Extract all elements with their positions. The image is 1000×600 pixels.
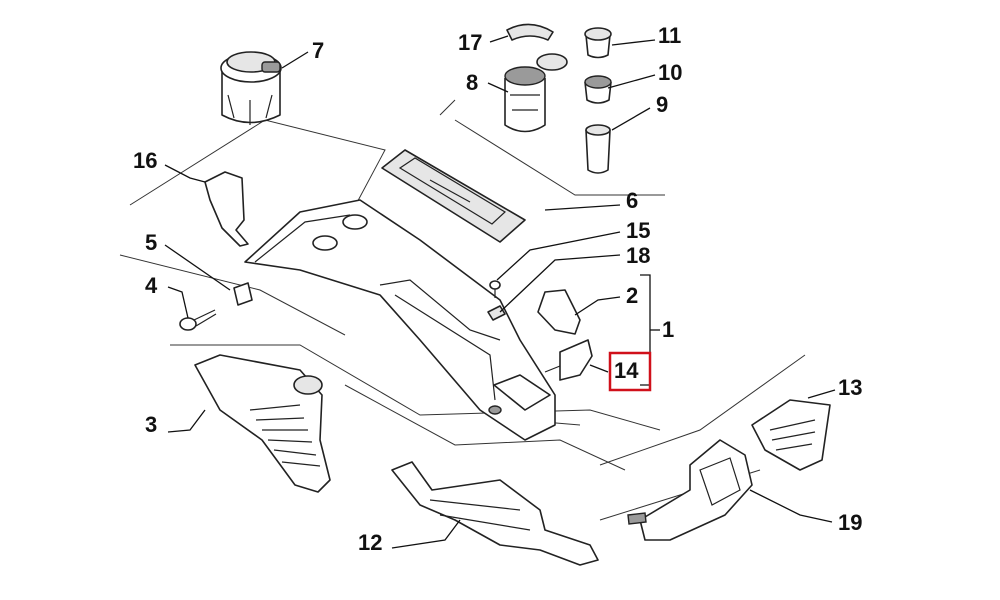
part-13-grille <box>751 399 831 471</box>
callout-13: 13 <box>838 375 862 400</box>
part-5-clip <box>233 282 253 306</box>
callout-8: 8 <box>466 70 478 95</box>
part-10-ring <box>584 75 612 104</box>
callout-9: 9 <box>656 92 668 117</box>
part-4-screw <box>179 309 217 331</box>
callout-15: 15 <box>626 218 650 243</box>
callout-5: 5 <box>145 230 157 255</box>
part-12-rear-duct <box>391 461 599 566</box>
callout-10: 10 <box>658 60 682 85</box>
callout-2: 2 <box>626 283 638 308</box>
callout-16: 16 <box>133 148 157 173</box>
part-9-sleeve <box>585 124 611 174</box>
callout-7: 7 <box>312 38 324 63</box>
callout-18: 18 <box>626 243 650 268</box>
part-14-trim <box>544 339 593 381</box>
callout-4: 4 <box>145 273 158 298</box>
callout-17: 17 <box>458 30 482 55</box>
part-17-lid <box>506 23 554 41</box>
callout-1: 1 <box>662 317 674 342</box>
part-2-cover <box>537 289 581 335</box>
part-11-socket <box>584 27 612 59</box>
callout-3: 3 <box>145 412 157 437</box>
part-8-outlet <box>504 53 568 133</box>
part-15-screw <box>489 280 501 298</box>
part-19-panel <box>627 439 753 541</box>
part-6-bezel <box>381 149 526 243</box>
part-18-nut <box>487 305 506 321</box>
callout-11: 11 <box>658 23 681 48</box>
callout-6: 6 <box>626 188 638 213</box>
part-16-bracket <box>204 171 249 247</box>
callout-labels: 17 11 7 8 10 9 16 6 5 15 18 4 2 1 14 3 1… <box>133 23 862 555</box>
highlight-box-14 <box>608 351 652 392</box>
section-lines <box>119 99 806 521</box>
part-3-duct <box>194 354 331 493</box>
part-7-cup <box>220 51 282 125</box>
callout-19: 19 <box>838 510 862 535</box>
callout-12: 12 <box>358 530 382 555</box>
leader-lines <box>164 35 836 549</box>
callout-14: 14 <box>614 358 639 383</box>
part-1-console <box>244 199 556 441</box>
